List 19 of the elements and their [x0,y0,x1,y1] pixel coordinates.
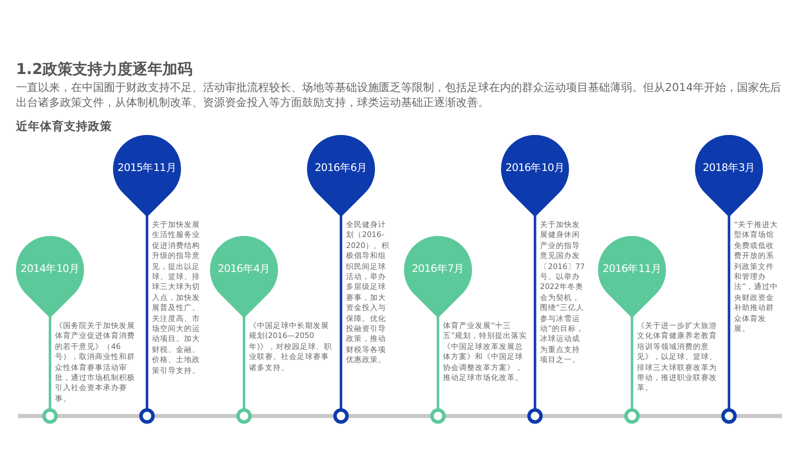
pin-marker [16,236,84,318]
section-heading: 近年体育支持政策 [16,119,112,134]
pin-marker [307,135,375,217]
title: 1.2政策支持力度逐年加码 [16,60,193,79]
date-label: 2016年4月 [216,262,272,276]
intro-paragraph: 一直以来，在中国囿于财政支持不足、活动审批流程较长、场地等基础设施匮乏等限制，包括足球在内的群众运动项目基础薄弱。但从2014年开始，国家先后出台诸多政策文件，从体制机制改革、资源资金投入等方面鼓励支持，球类运动基础正逐渐改善。 [16,80,782,110]
pin-marker [404,236,472,318]
pin-marker [501,135,569,217]
date-label: 2016年10月 [504,161,566,175]
pin-marker [210,236,278,318]
pin-marker [113,135,181,217]
date-label: 2016年11月 [602,262,662,276]
pin-marker [695,135,763,217]
date-label: 2015年11月 [116,161,178,175]
date-label: 2016年7月 [410,262,466,276]
date-label: 2016年6月 [314,161,368,175]
pin-marker [598,236,666,318]
date-label: 2018年3月 [702,161,756,175]
date-label: 2014年10月 [20,262,80,276]
